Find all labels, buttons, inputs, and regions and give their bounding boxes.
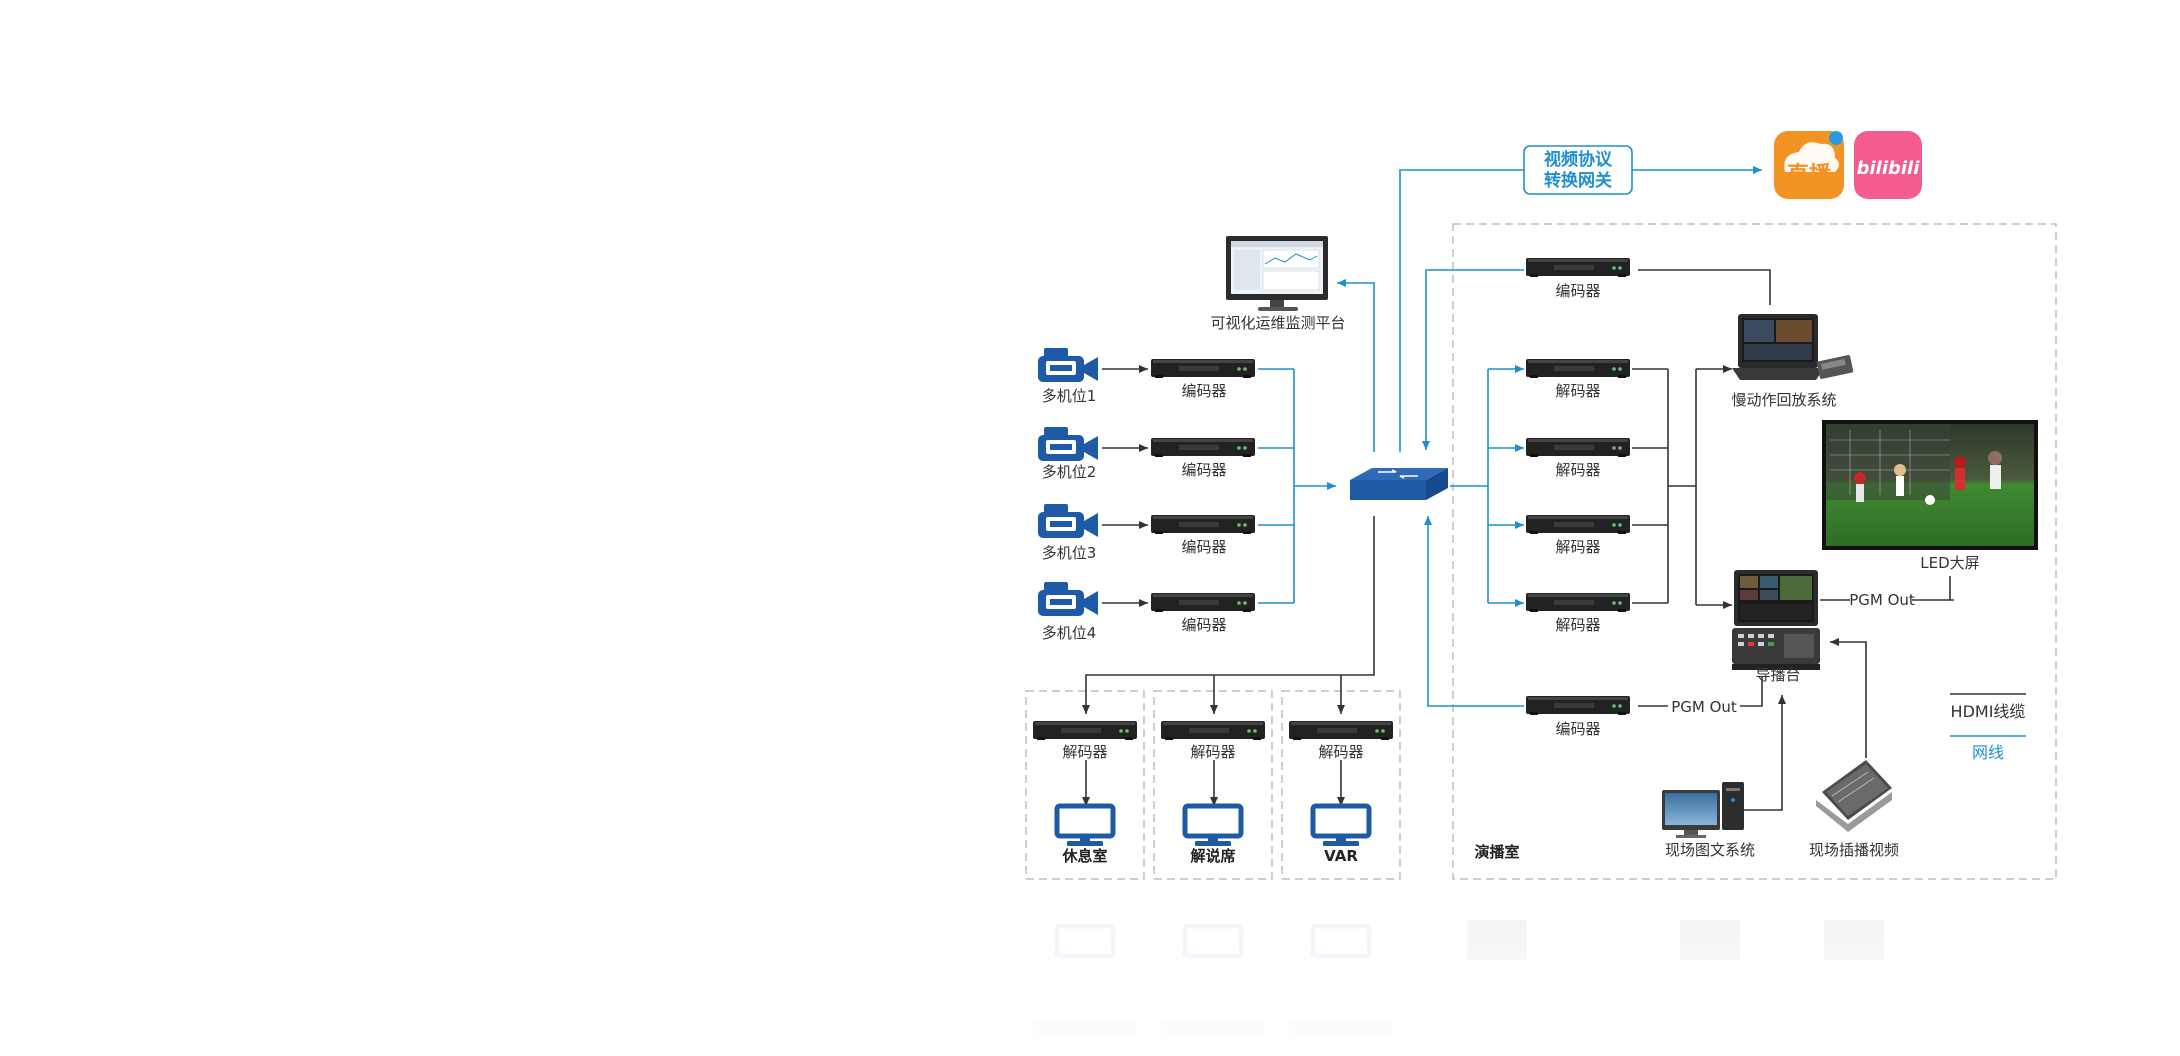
monitor-platform-label: 可视化运维监测平台: [1210, 314, 1345, 332]
destination-label-3: VAR: [1324, 847, 1358, 865]
gateway-label-line2: 转换网关: [1544, 170, 1612, 191]
encoder-label-3: 编码器: [1181, 538, 1226, 556]
studio-decoder-2: [1526, 438, 1630, 457]
encoder-device-2: [1151, 438, 1255, 457]
encoder-device-3: [1151, 515, 1255, 534]
monitor-icon-1: [1054, 803, 1116, 846]
encoder-label-1: 编码器: [1181, 382, 1226, 400]
destination-label-1: 休息室: [1061, 847, 1107, 865]
studio-encoder-top: [1526, 258, 1630, 277]
studio-decoder-label-4: 解码器: [1555, 616, 1600, 634]
gateway-label-line1: 视频协议: [1544, 149, 1613, 170]
camera-label-4: 多机位4: [1042, 624, 1097, 642]
bottom-decoder-2: [1161, 721, 1265, 740]
studio-encoder-bottom: [1526, 696, 1630, 715]
studio-decoder-3: [1526, 515, 1630, 534]
studio-decoder-label-2: 解码器: [1555, 461, 1600, 479]
monitor-icon-2: [1182, 803, 1244, 846]
encoder-device-4: [1151, 593, 1255, 612]
bottom-decoder-label-2: 解码器: [1190, 743, 1235, 761]
bottom-decoder-1: [1033, 721, 1137, 740]
graphics-system-label: 现场图文系统: [1665, 841, 1755, 859]
pgm-out-label-encoder: PGM Out: [1671, 698, 1737, 716]
led-label: LED大屏: [1920, 554, 1979, 572]
camera-icon-2: [1038, 427, 1098, 461]
studio-decoder-4: [1526, 593, 1630, 612]
encoder-label-4: 编码器: [1181, 616, 1226, 634]
legend-network-label: 网线: [1972, 743, 2004, 762]
director-console-device: [1732, 570, 1820, 670]
network-switch-icon: [1350, 468, 1448, 500]
camera-label-1: 多机位1: [1042, 387, 1097, 405]
camera-icon-4: [1038, 582, 1098, 616]
camera-icon-1: [1038, 348, 1098, 382]
slow-motion-label: 慢动作回放系统: [1731, 391, 1836, 409]
studio-label: 演播室: [1474, 843, 1519, 861]
studio-encoder-bottom-label: 编码器: [1555, 720, 1600, 738]
studio-decoder-1: [1526, 359, 1630, 378]
bottom-decoder-3: [1289, 721, 1393, 740]
slow-motion-device: [1732, 314, 1854, 380]
monitor-icon-3: [1310, 803, 1372, 846]
huya-live-icon[interactable]: 直播: [1774, 131, 1844, 199]
encoder-label-2: 编码器: [1181, 461, 1226, 479]
bottom-decoder-label-1: 解码器: [1062, 743, 1107, 761]
insert-video-laptop-device: [1816, 760, 1892, 832]
studio-decoder-label-1: 解码器: [1555, 382, 1600, 400]
hdmi-lines: [1082, 269, 1954, 811]
camera-label-2: 多机位2: [1042, 463, 1097, 481]
reflection-fade: [1000, 885, 2080, 1056]
protocol-gateway-box: 视频协议 转换网关: [1523, 145, 1633, 195]
director-label: 导播台: [1755, 666, 1800, 684]
bottom-decoder-label-3: 解码器: [1318, 743, 1363, 761]
camera-label-3: 多机位3: [1042, 544, 1097, 562]
led-screen-image: [1822, 420, 2038, 550]
graphics-pc-device: [1662, 782, 1744, 838]
legend-hdmi-label: HDMI线缆: [1951, 702, 2026, 721]
insert-video-label: 现场插播视频: [1809, 841, 1899, 859]
monitor-platform-device: [1226, 236, 1328, 311]
bilibili-icon[interactable]: bilibili: [1854, 131, 1922, 199]
pgm-out-label-led: PGM Out: [1849, 591, 1915, 609]
studio-decoder-label-3: 解码器: [1555, 538, 1600, 556]
studio-encoder-top-label: 编码器: [1555, 282, 1600, 300]
bilibili-text: bilibili: [1857, 158, 1921, 179]
huya-live-text: 直播: [1787, 162, 1832, 188]
encoder-device-1: [1151, 359, 1255, 378]
studio-dashed-region: [1452, 223, 2057, 880]
legend: HDMI线缆 网线: [1950, 693, 2026, 762]
network-lines: [1258, 166, 1762, 707]
camera-icon-3: [1038, 504, 1098, 538]
destination-label-2: 解说席: [1190, 847, 1235, 865]
